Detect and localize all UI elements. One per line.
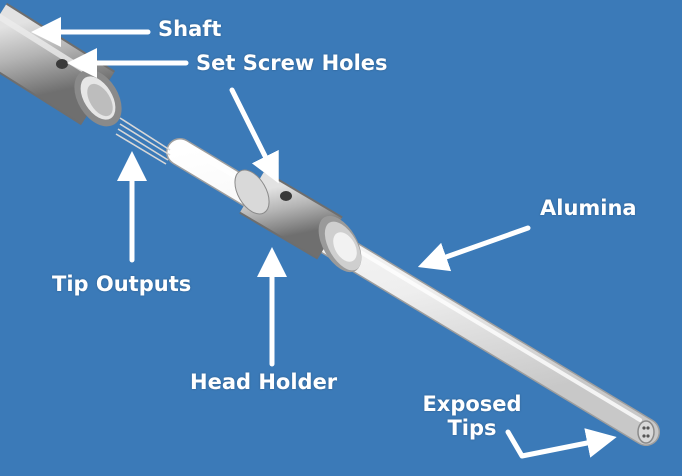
exposed-tips-label-line1: Exposed <box>422 392 522 416</box>
shaft-label: Shaft <box>158 17 222 41</box>
head-holder-set-screw-hole <box>280 191 292 201</box>
alumina-label: Alumina <box>540 196 637 220</box>
tip-output-wires <box>115 117 171 165</box>
exposed-tips-arrow <box>505 428 617 459</box>
head-holder-label: Head Holder <box>190 370 338 394</box>
tip-outputs-label: Tip Outputs <box>52 272 192 296</box>
exposed-tips-label-line2: Tips <box>447 416 497 440</box>
exposed-tips <box>637 420 655 444</box>
shaft-set-screw-hole <box>56 59 68 69</box>
exposed-tips-label: Exposed Tips <box>412 392 532 440</box>
set-screw-arrow-head-holder <box>229 87 279 184</box>
alumina-arrow <box>417 225 531 272</box>
shaft <box>0 2 122 127</box>
head-holder <box>234 169 362 273</box>
set-screw-holes-label: Set Screw Holes <box>196 51 388 75</box>
